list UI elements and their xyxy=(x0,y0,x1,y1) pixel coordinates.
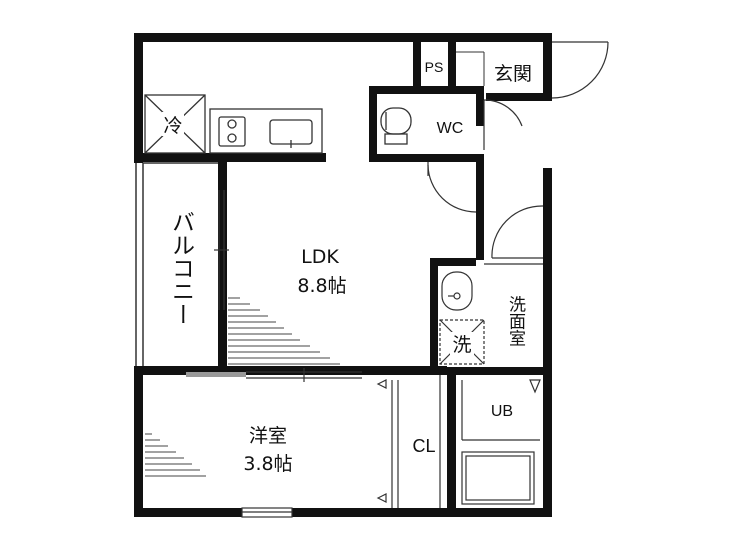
toilet-icon xyxy=(380,107,412,145)
washroom-label: 洗面室 xyxy=(505,295,526,346)
svg-text:洗: 洗 xyxy=(452,334,471,356)
balcony-label: バルコニー xyxy=(168,211,195,326)
ldk-door xyxy=(427,162,477,213)
western-bottom-window xyxy=(241,507,293,518)
unit-bath-outline xyxy=(461,379,541,505)
fridge-icon: 冷 xyxy=(162,112,184,137)
outer-walls xyxy=(134,33,552,517)
closet-outline xyxy=(376,375,441,508)
western-floor-hatch xyxy=(145,433,206,477)
western-room-size-label: 3.8帖 xyxy=(243,453,292,475)
washer-icon: 洗 xyxy=(450,332,474,356)
ldk-size-label: 8.8帖 xyxy=(297,275,346,297)
balcony-outline xyxy=(135,162,218,373)
washroom-door xyxy=(484,205,544,265)
svg-text:冷: 冷 xyxy=(163,115,182,137)
entrance-label: 玄関 xyxy=(494,63,532,85)
interior-walls xyxy=(134,33,543,517)
ldk-label: LDK xyxy=(301,246,339,268)
balcony-sliding-window xyxy=(214,190,229,310)
western-room-label: 洋室 xyxy=(249,425,287,447)
ps-label: PS xyxy=(425,59,444,75)
closet-label: CL xyxy=(412,436,435,456)
wc-label: WC xyxy=(437,120,464,137)
wc-door xyxy=(483,99,523,150)
wash-basin-icon xyxy=(441,271,473,311)
unit-bath-label: UB xyxy=(491,403,513,420)
western-room-sliding-door xyxy=(186,368,362,382)
ldk-floor-hatch xyxy=(228,297,340,365)
ps-mark xyxy=(456,51,485,86)
entrance-door xyxy=(551,41,609,99)
